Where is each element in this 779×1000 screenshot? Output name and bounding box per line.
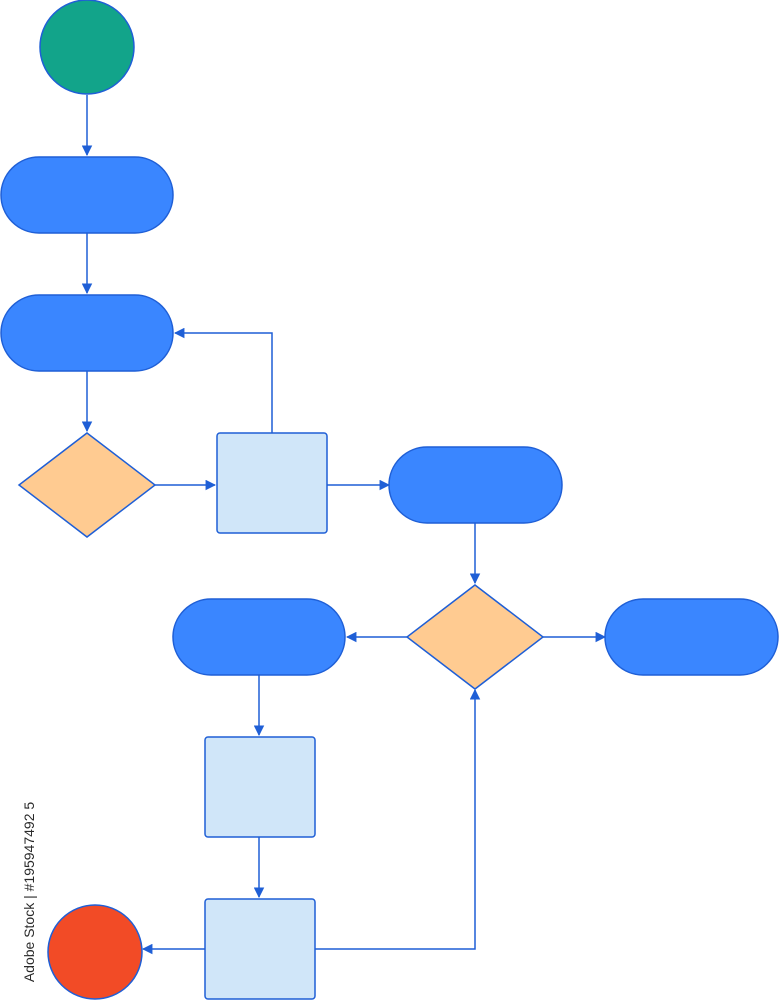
task-box-2 <box>204 736 316 838</box>
process-pill-left <box>172 598 346 676</box>
edge-task-3-loop-to-decision-2 <box>315 688 481 950</box>
edges-layer <box>81 95 607 955</box>
task-box-3 <box>204 898 316 1000</box>
process-pill-3 <box>388 446 563 524</box>
edge-task-1-loop-to-process-2 <box>173 327 273 433</box>
task-box-1 <box>216 432 328 534</box>
process-pill-right <box>604 598 779 676</box>
process-pill-1 <box>0 156 174 234</box>
end-node <box>47 904 143 1000</box>
process-pill-2 <box>0 294 174 372</box>
decision-diamond-1 <box>17 432 157 538</box>
start-node <box>39 0 135 95</box>
stock-credit-text: Adobe Stock | #195947492 5 <box>21 801 37 983</box>
decision-diamond-2 <box>405 584 545 690</box>
